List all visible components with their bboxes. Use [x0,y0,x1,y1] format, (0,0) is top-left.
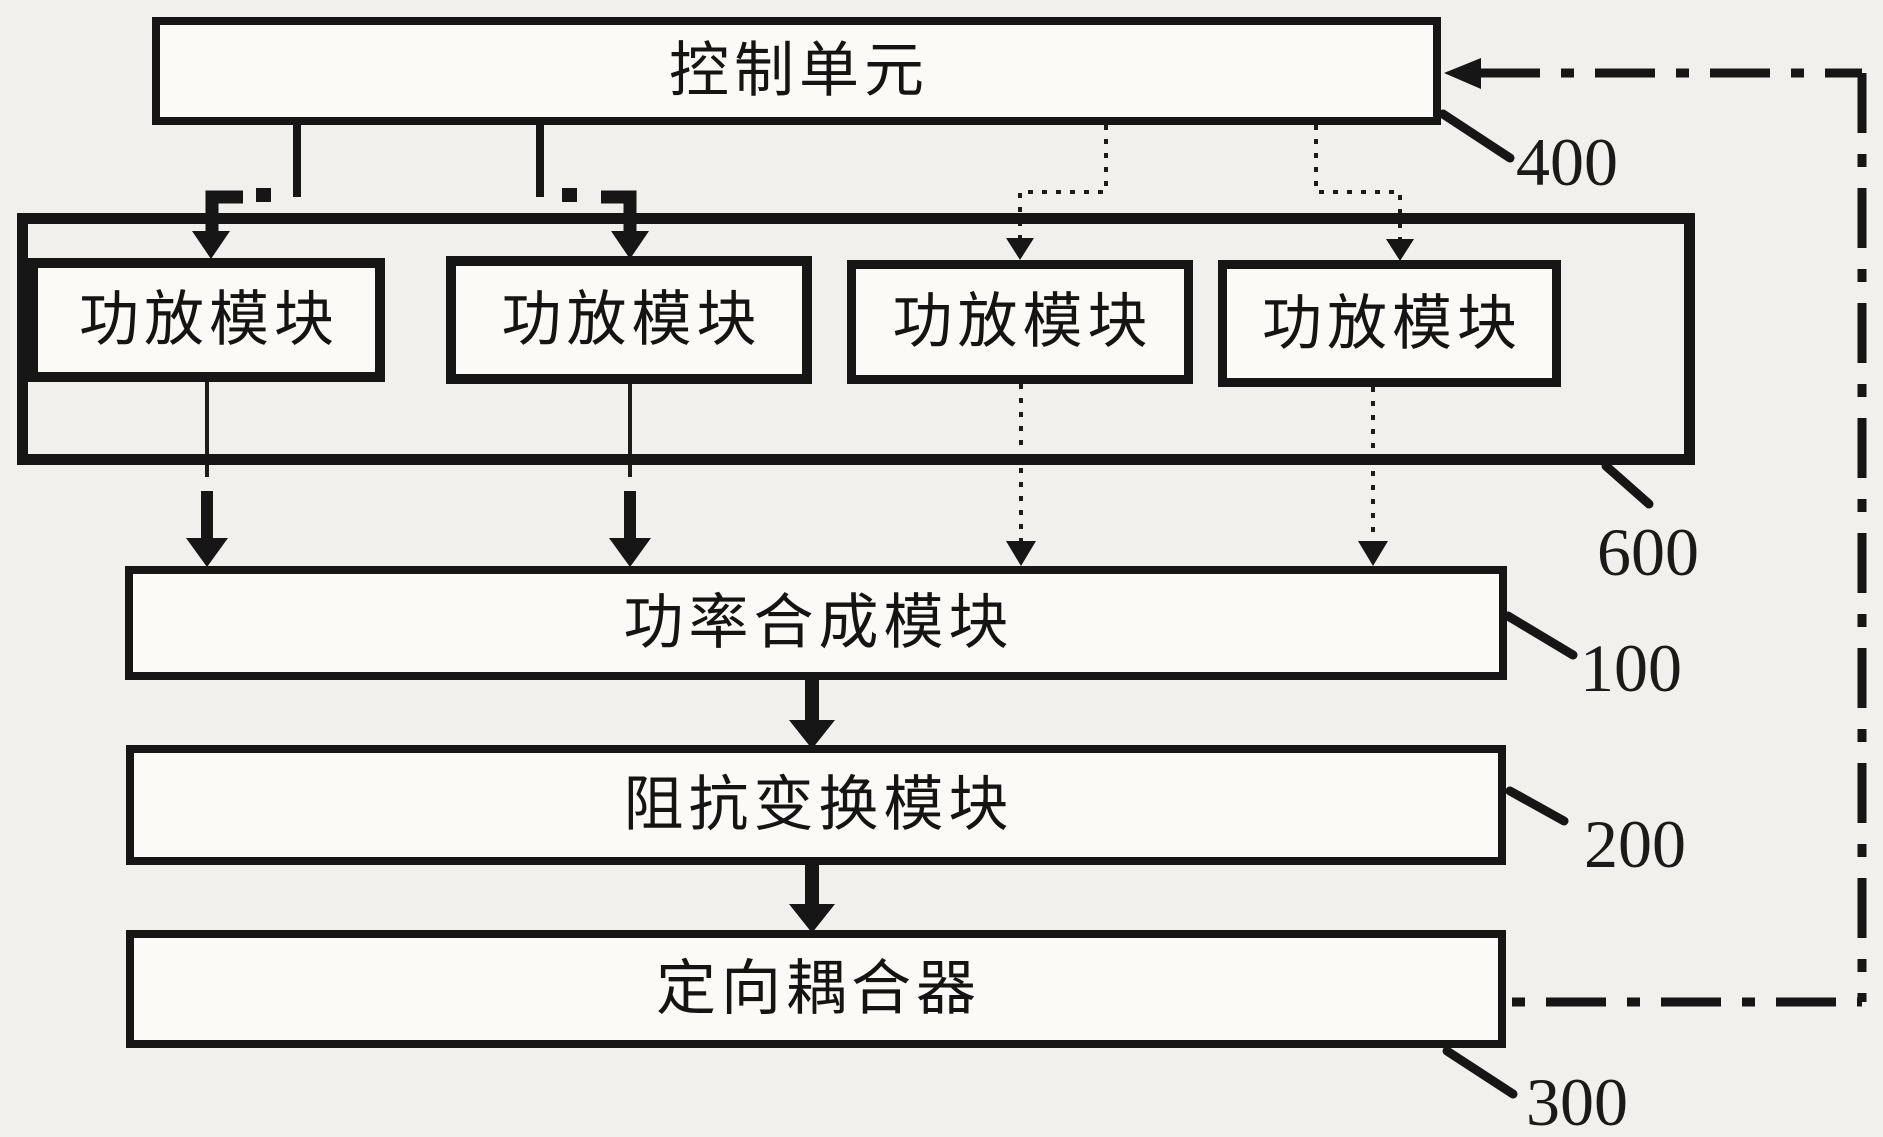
arrowhead-down-icon [1358,541,1388,566]
impedance-transformer-box: 阻抗变换模块 [126,745,1506,865]
power-combiner-box: 功率合成模块 [125,566,1507,680]
amp-module-group-box [17,213,1695,465]
arrowhead-down-icon [1006,541,1036,566]
amp-module-1-box: 功放模块 [28,258,385,382]
directional-coupler-box: 定向耦合器 [126,930,1506,1048]
amp-module-4-box: 功放模块 [1218,260,1561,387]
amp4-to-combiner-connector [1358,387,1388,566]
arrowhead-down-icon [609,538,651,567]
amp-module-2-box: 功放模块 [446,256,812,384]
arrowhead-down-icon [789,904,835,933]
control-unit-box: 控制单元 [152,17,1441,125]
arrowhead-down-icon [186,538,228,567]
arrowhead-down-icon [192,231,230,259]
ref-label-power-combiner: 100 [1580,630,1682,706]
arrowhead-down-icon [611,231,649,259]
combiner-to-impedance-arrow [789,678,835,749]
control-to-amp3-connector [1006,125,1108,260]
amp3-to-combiner-connector [1006,384,1036,566]
ref-label-directional-coupler: 300 [1526,1064,1628,1137]
leader-600 [1601,461,1654,509]
arrowhead-down-icon [789,720,835,749]
directional-coupler-label: 定向耦合器 [656,954,981,1024]
impedance-transformer-label: 阻抗变换模块 [623,770,1014,840]
power-combiner-label: 功率合成模块 [623,588,1014,658]
control-to-amp4-connector [1314,125,1414,261]
arrowhead-down-icon [1006,238,1034,260]
leader-200 [1505,786,1569,826]
arrowhead-down-icon [1386,239,1414,261]
amp-module-2-label: 功放模块 [501,285,762,355]
amp-module-3-box: 功放模块 [847,260,1193,384]
leader-400 [1438,109,1515,163]
impedance-to-coupler-arrow [789,863,835,933]
control-unit-label: 控制单元 [669,36,929,106]
ref-leader-lines [1438,109,1654,1099]
leader-100 [1503,611,1578,660]
leader-300 [1442,1046,1518,1099]
amp-module-4-label: 功放模块 [1262,288,1522,359]
arrowhead-left-icon [1444,58,1481,89]
amp-module-3-label: 功放模块 [892,287,1153,357]
amp-module-1-label: 功放模块 [79,285,339,355]
ref-label-amp-container: 600 [1597,514,1699,590]
coupler-to-control-feedback-line [1444,58,1867,1007]
ref-label-impedance-transformer: 200 [1584,806,1686,882]
ref-label-control-unit: 400 [1516,124,1618,200]
